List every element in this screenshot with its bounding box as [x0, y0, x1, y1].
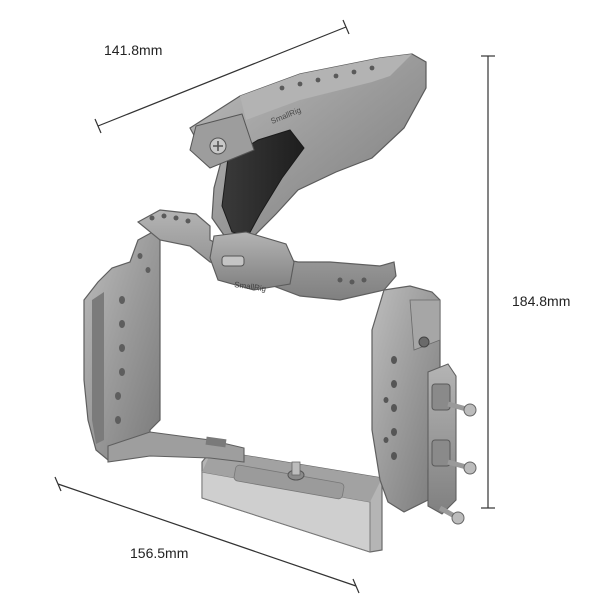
height-dimension-line — [481, 55, 495, 509]
cold-shoe-screw-icon — [209, 137, 227, 155]
dimension-lines — [54, 19, 495, 594]
rubber-grip — [221, 129, 305, 237]
top-handle: SmallRig SmallRig — [189, 53, 427, 293]
left-side-holes — [115, 253, 151, 424]
width-dimension-line — [54, 476, 360, 594]
lock-knob-icon — [418, 336, 430, 348]
mounting-screw-icon — [287, 461, 305, 481]
height-dimension-label: 184.8mm — [512, 293, 571, 309]
cage-left-side — [83, 226, 161, 461]
right-side-holes — [383, 356, 397, 460]
handle-holes — [279, 65, 375, 91]
cage-bottom-rail — [107, 431, 245, 463]
depth-dimension-label: 141.8mm — [104, 42, 163, 58]
bottom-base-plate — [201, 449, 383, 553]
top-bar-holes — [149, 213, 367, 285]
clamp-brand-engraving: SmallRig — [234, 280, 267, 293]
cable-clamp — [427, 363, 477, 525]
release-lever-icon — [221, 255, 245, 267]
thumb-screw-icon — [447, 401, 477, 417]
width-dimension-label: 156.5mm — [130, 545, 189, 561]
handle-clamp — [209, 231, 295, 291]
depth-dimension-line — [94, 19, 350, 134]
thumb-screw-icon — [438, 505, 465, 525]
thumb-screw-icon — [447, 459, 477, 475]
cage-top-bar — [136, 209, 397, 301]
